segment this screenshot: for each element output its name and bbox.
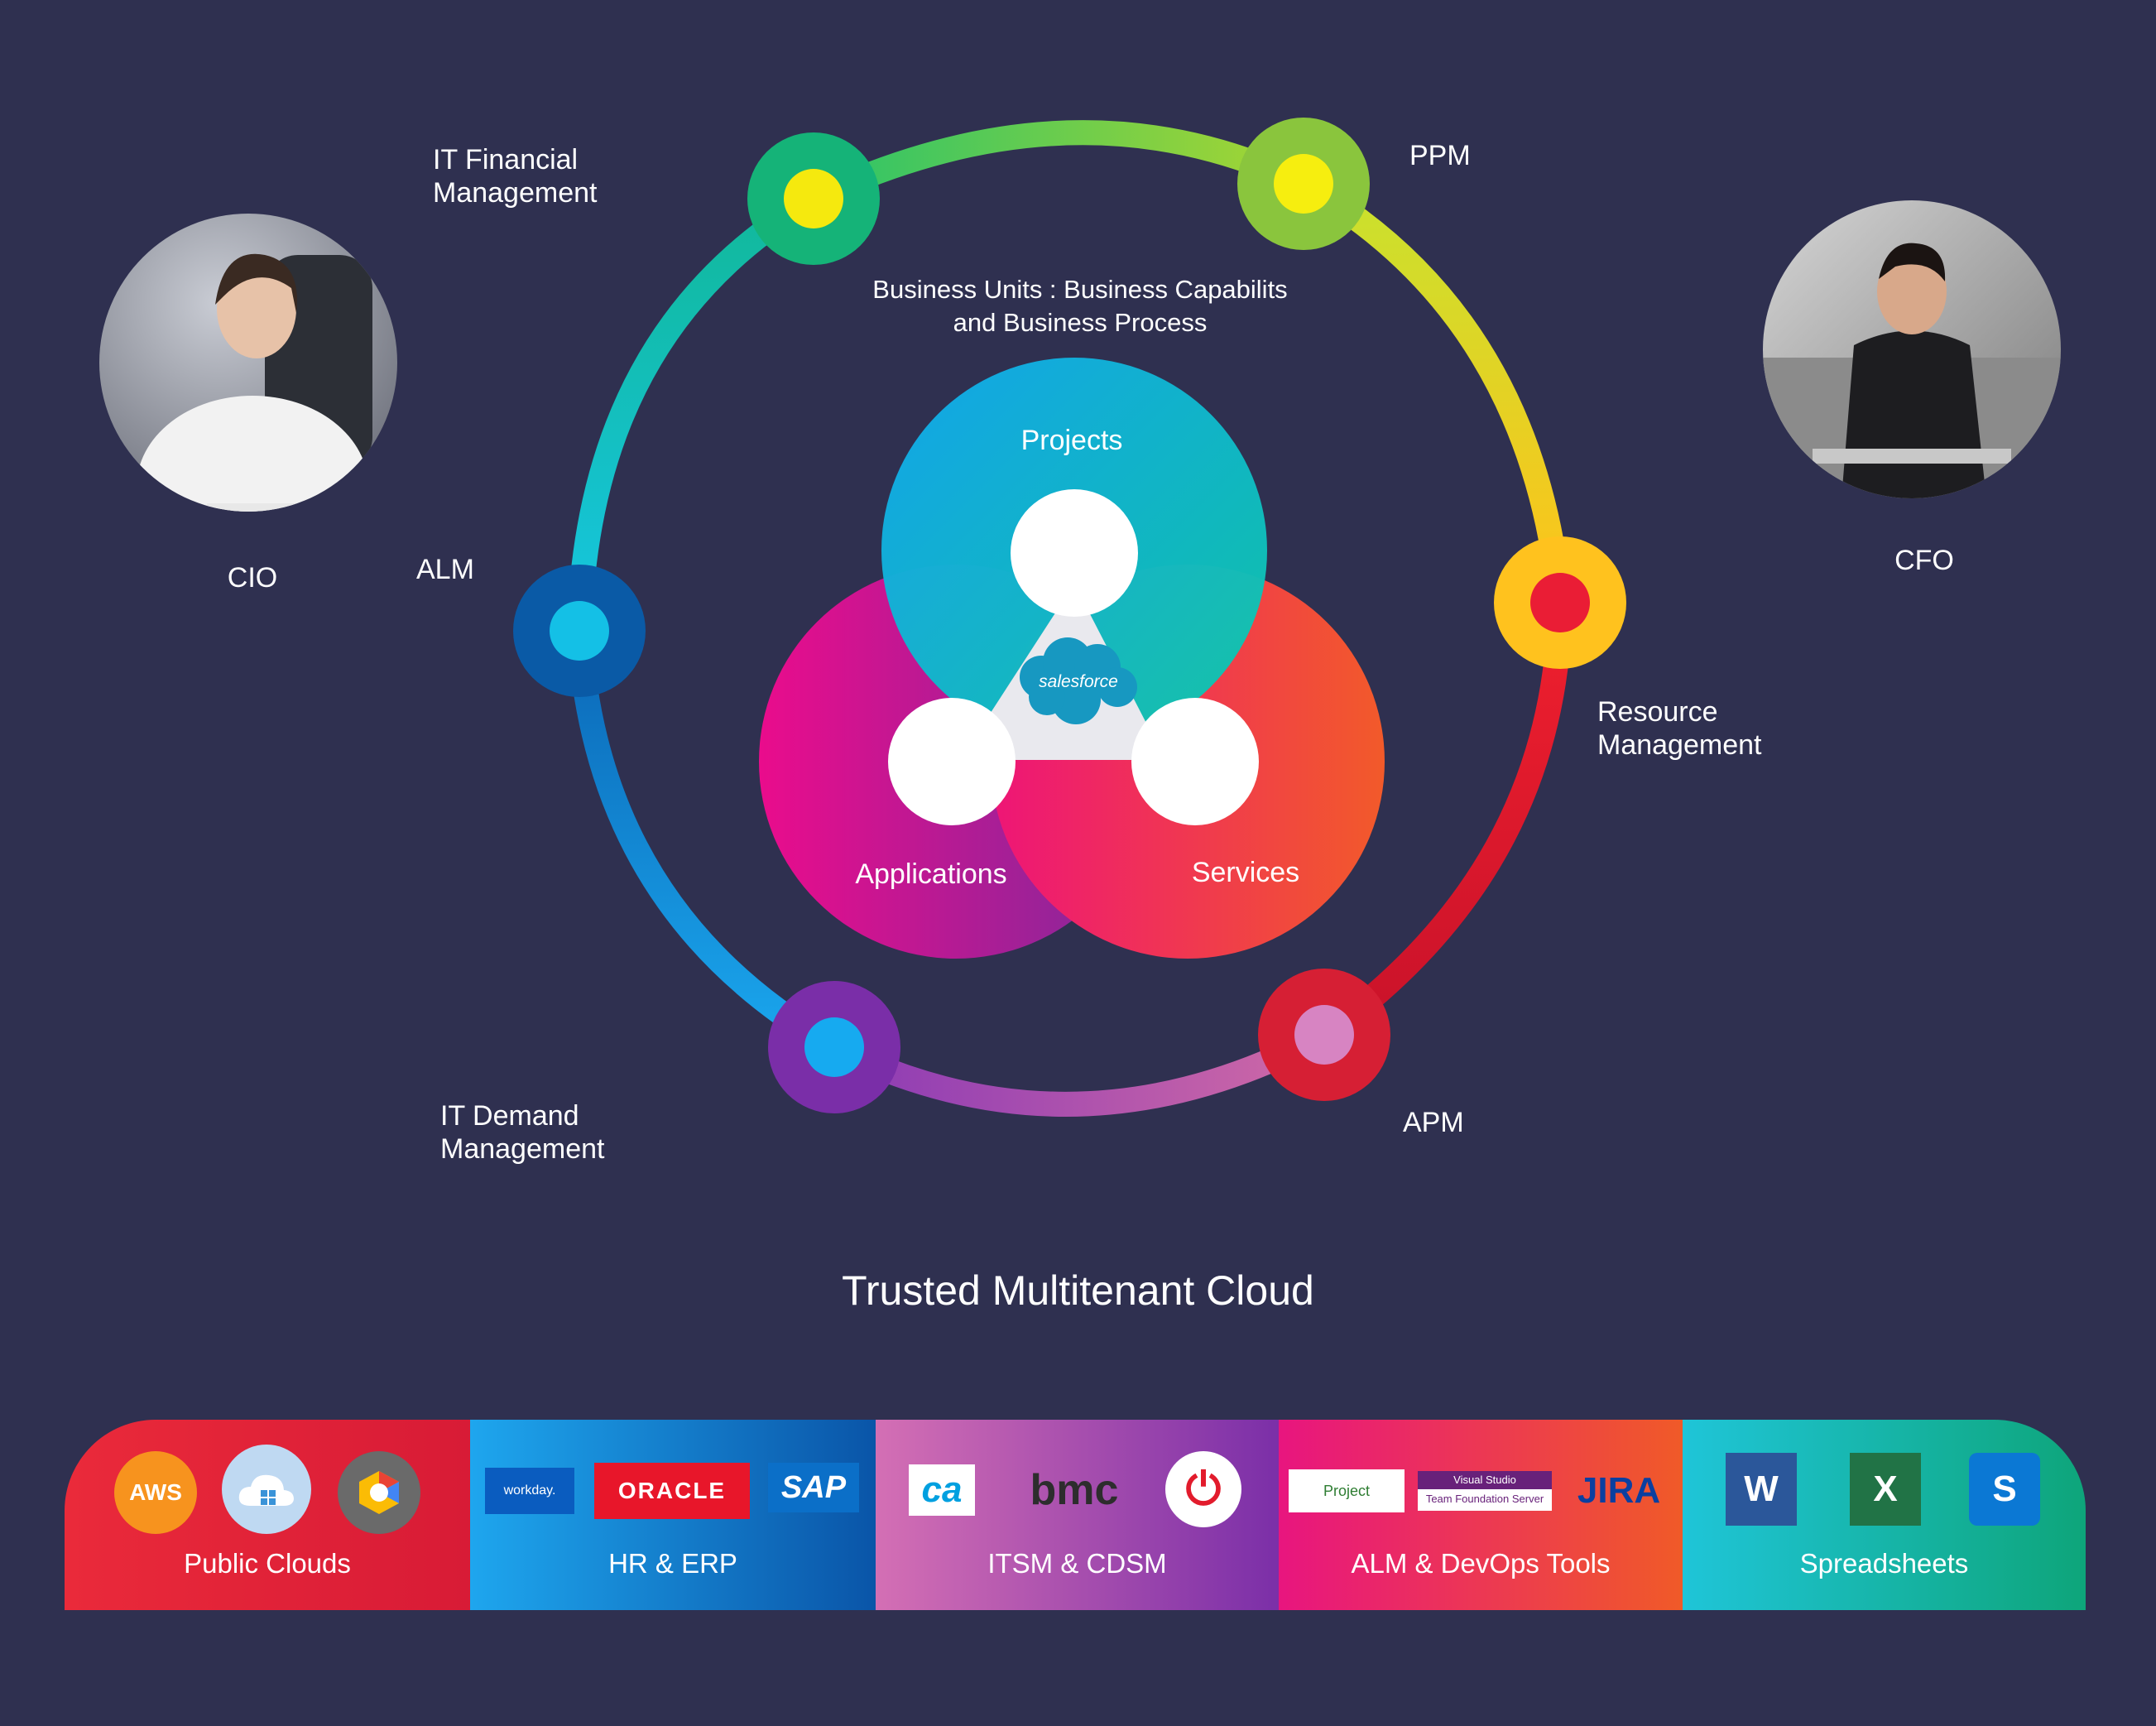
arc-left-top <box>567 186 826 643</box>
arc-top <box>801 120 1316 211</box>
band-label-alm-devops: ALM & DevOps Tools <box>1351 1548 1611 1579</box>
cfo-label: CFO <box>1894 545 1954 576</box>
label-it-financial: IT Financial Management <box>433 144 598 209</box>
node-resource <box>1494 536 1626 669</box>
venn-applications-node <box>888 698 1016 825</box>
bmc-logo: bmc <box>1030 1466 1119 1514</box>
ring-arcs <box>567 120 1573 1117</box>
label-it-demand: IT Demand Management <box>440 1100 605 1165</box>
band-label-itsm: ITSM & CDSM <box>987 1548 1167 1579</box>
venn-diagram <box>759 358 1385 959</box>
label-apm: APM <box>1403 1107 1464 1138</box>
integration-itsm-cdsm: ca bmc ⏻ ITSM & CDSM <box>876 1420 1279 1610</box>
arc-right-bottom <box>1312 590 1573 1047</box>
integration-spreadsheets: W X S Spreadsheets <box>1683 1420 2086 1610</box>
azure-cloud-icon <box>222 1445 311 1534</box>
cfo-photo-icon <box>1763 200 2061 498</box>
cio-label: CIO <box>227 562 278 594</box>
band-label-spreadsheets: Spreadsheets <box>1799 1548 1969 1579</box>
cio-avatar <box>99 214 397 512</box>
label-resource: Resource Management <box>1597 696 1762 761</box>
ms-project-logo: Project <box>1289 1469 1405 1512</box>
word-icon: W <box>1726 1453 1797 1526</box>
sap-logo: SAP <box>768 1463 859 1512</box>
salesforce-logo-text: salesforce <box>1039 672 1118 691</box>
jira-logo: JIRA <box>1577 1470 1661 1511</box>
cfo-avatar <box>1763 200 2061 498</box>
page-title: Trusted Multitenant Cloud <box>842 1267 1314 1314</box>
venn-applications-label: Applications <box>855 858 1007 890</box>
arc-left-bottom <box>567 618 847 1060</box>
business-units-label: Business Units : Business Capabilits and… <box>872 275 1288 337</box>
band-label-public-clouds: Public Clouds <box>184 1548 351 1579</box>
aws-icon: AWS <box>114 1451 197 1534</box>
band-label-hr-erp: HR & ERP <box>608 1548 737 1579</box>
venn-projects-label: Projects <box>1020 425 1123 456</box>
node-it-demand <box>768 981 900 1113</box>
integration-alm-devops: Project Visual Studio Team Foundation Se… <box>1279 1420 1683 1610</box>
workday-logo: workday. <box>485 1468 574 1514</box>
venn-projects-node <box>1011 489 1138 617</box>
ca-logo: ca <box>909 1464 975 1516</box>
venn-services-node <box>1131 698 1259 825</box>
label-alm: ALM <box>416 554 474 585</box>
label-ppm: PPM <box>1409 140 1471 171</box>
arc-right-top <box>1291 171 1573 615</box>
cio-photo-icon <box>99 214 397 512</box>
venn-services-label: Services <box>1191 857 1300 888</box>
integration-public-clouds: AWS Public Clouds <box>65 1420 470 1610</box>
node-alm <box>513 565 646 697</box>
tfs-text: Team Foundation Server <box>1425 1493 1544 1505</box>
node-it-financial <box>747 132 880 265</box>
excel-icon: X <box>1850 1453 1921 1526</box>
google-cloud-icon <box>338 1451 420 1534</box>
salesforce-cloud-icon <box>1020 637 1137 724</box>
node-apm <box>1258 969 1390 1101</box>
sharepoint-icon: S <box>1969 1453 2040 1526</box>
power-icon: ⏻ <box>1165 1451 1241 1527</box>
visual-studio-logo: Visual Studio Team Foundation Server <box>1418 1471 1552 1511</box>
integration-hr-erp: workday. ORACLE SAP HR & ERP <box>470 1420 876 1610</box>
visual-studio-text: Visual Studio <box>1418 1471 1552 1489</box>
oracle-logo: ORACLE <box>594 1463 750 1519</box>
arc-bottom <box>822 1022 1337 1117</box>
node-ppm <box>1237 118 1370 250</box>
